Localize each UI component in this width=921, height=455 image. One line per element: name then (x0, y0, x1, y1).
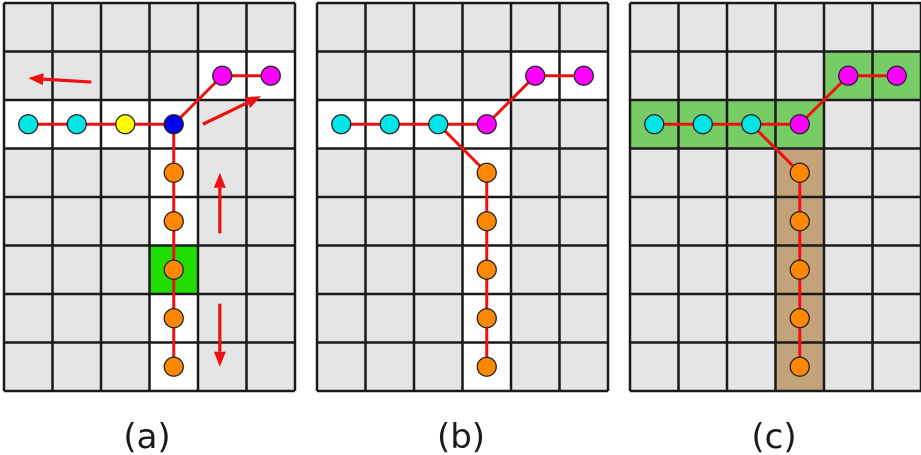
graph-node (260, 65, 281, 86)
graph-node (476, 356, 497, 377)
graph-node (163, 114, 184, 135)
graph-node (838, 65, 859, 86)
arrow-left-head (28, 73, 44, 86)
arrow-up-head (213, 172, 226, 188)
panel-b (315, 1, 610, 393)
graph-node (163, 259, 184, 280)
graph-edge (485, 74, 537, 126)
graph-node (476, 308, 497, 329)
graph-node (789, 211, 810, 232)
graph-edge (172, 74, 224, 126)
graph-node (428, 114, 449, 135)
graph-node (379, 114, 400, 135)
panel-a-label: (a) (123, 417, 170, 455)
graph-node (789, 259, 810, 280)
graph-edge (798, 74, 850, 126)
graph-node (476, 211, 497, 232)
panel-a (2, 1, 297, 393)
graph-node (789, 356, 810, 377)
graph-node (525, 65, 546, 86)
arrow-left-shaft (43, 77, 92, 84)
graph-node (331, 114, 352, 135)
graph-node (163, 356, 184, 377)
graph-node (789, 308, 810, 329)
panel-c-label: (c) (751, 417, 796, 455)
arrow-down-head (213, 351, 226, 367)
graph-node (18, 114, 39, 135)
graph-node (789, 114, 810, 135)
graph-node (644, 114, 665, 135)
graph-node (163, 211, 184, 232)
graph-node (476, 114, 497, 135)
graph-node (692, 114, 713, 135)
arrow-up-right-shaft (202, 101, 249, 126)
graph-node (163, 308, 184, 329)
panel-c (628, 1, 921, 393)
graph-node (741, 114, 762, 135)
panel-b-label: (b) (437, 417, 485, 455)
graph-node (573, 65, 594, 86)
graph-node (476, 259, 497, 280)
graph-edge (437, 123, 488, 174)
arrow-up-right-head (244, 96, 262, 109)
graph-edge (750, 123, 801, 174)
graph-node (163, 162, 184, 183)
graph-node (886, 65, 907, 86)
graph-node (789, 162, 810, 183)
graph-node (476, 162, 497, 183)
graph-node (66, 114, 87, 135)
graph-node (115, 114, 136, 135)
graph-node (212, 65, 233, 86)
